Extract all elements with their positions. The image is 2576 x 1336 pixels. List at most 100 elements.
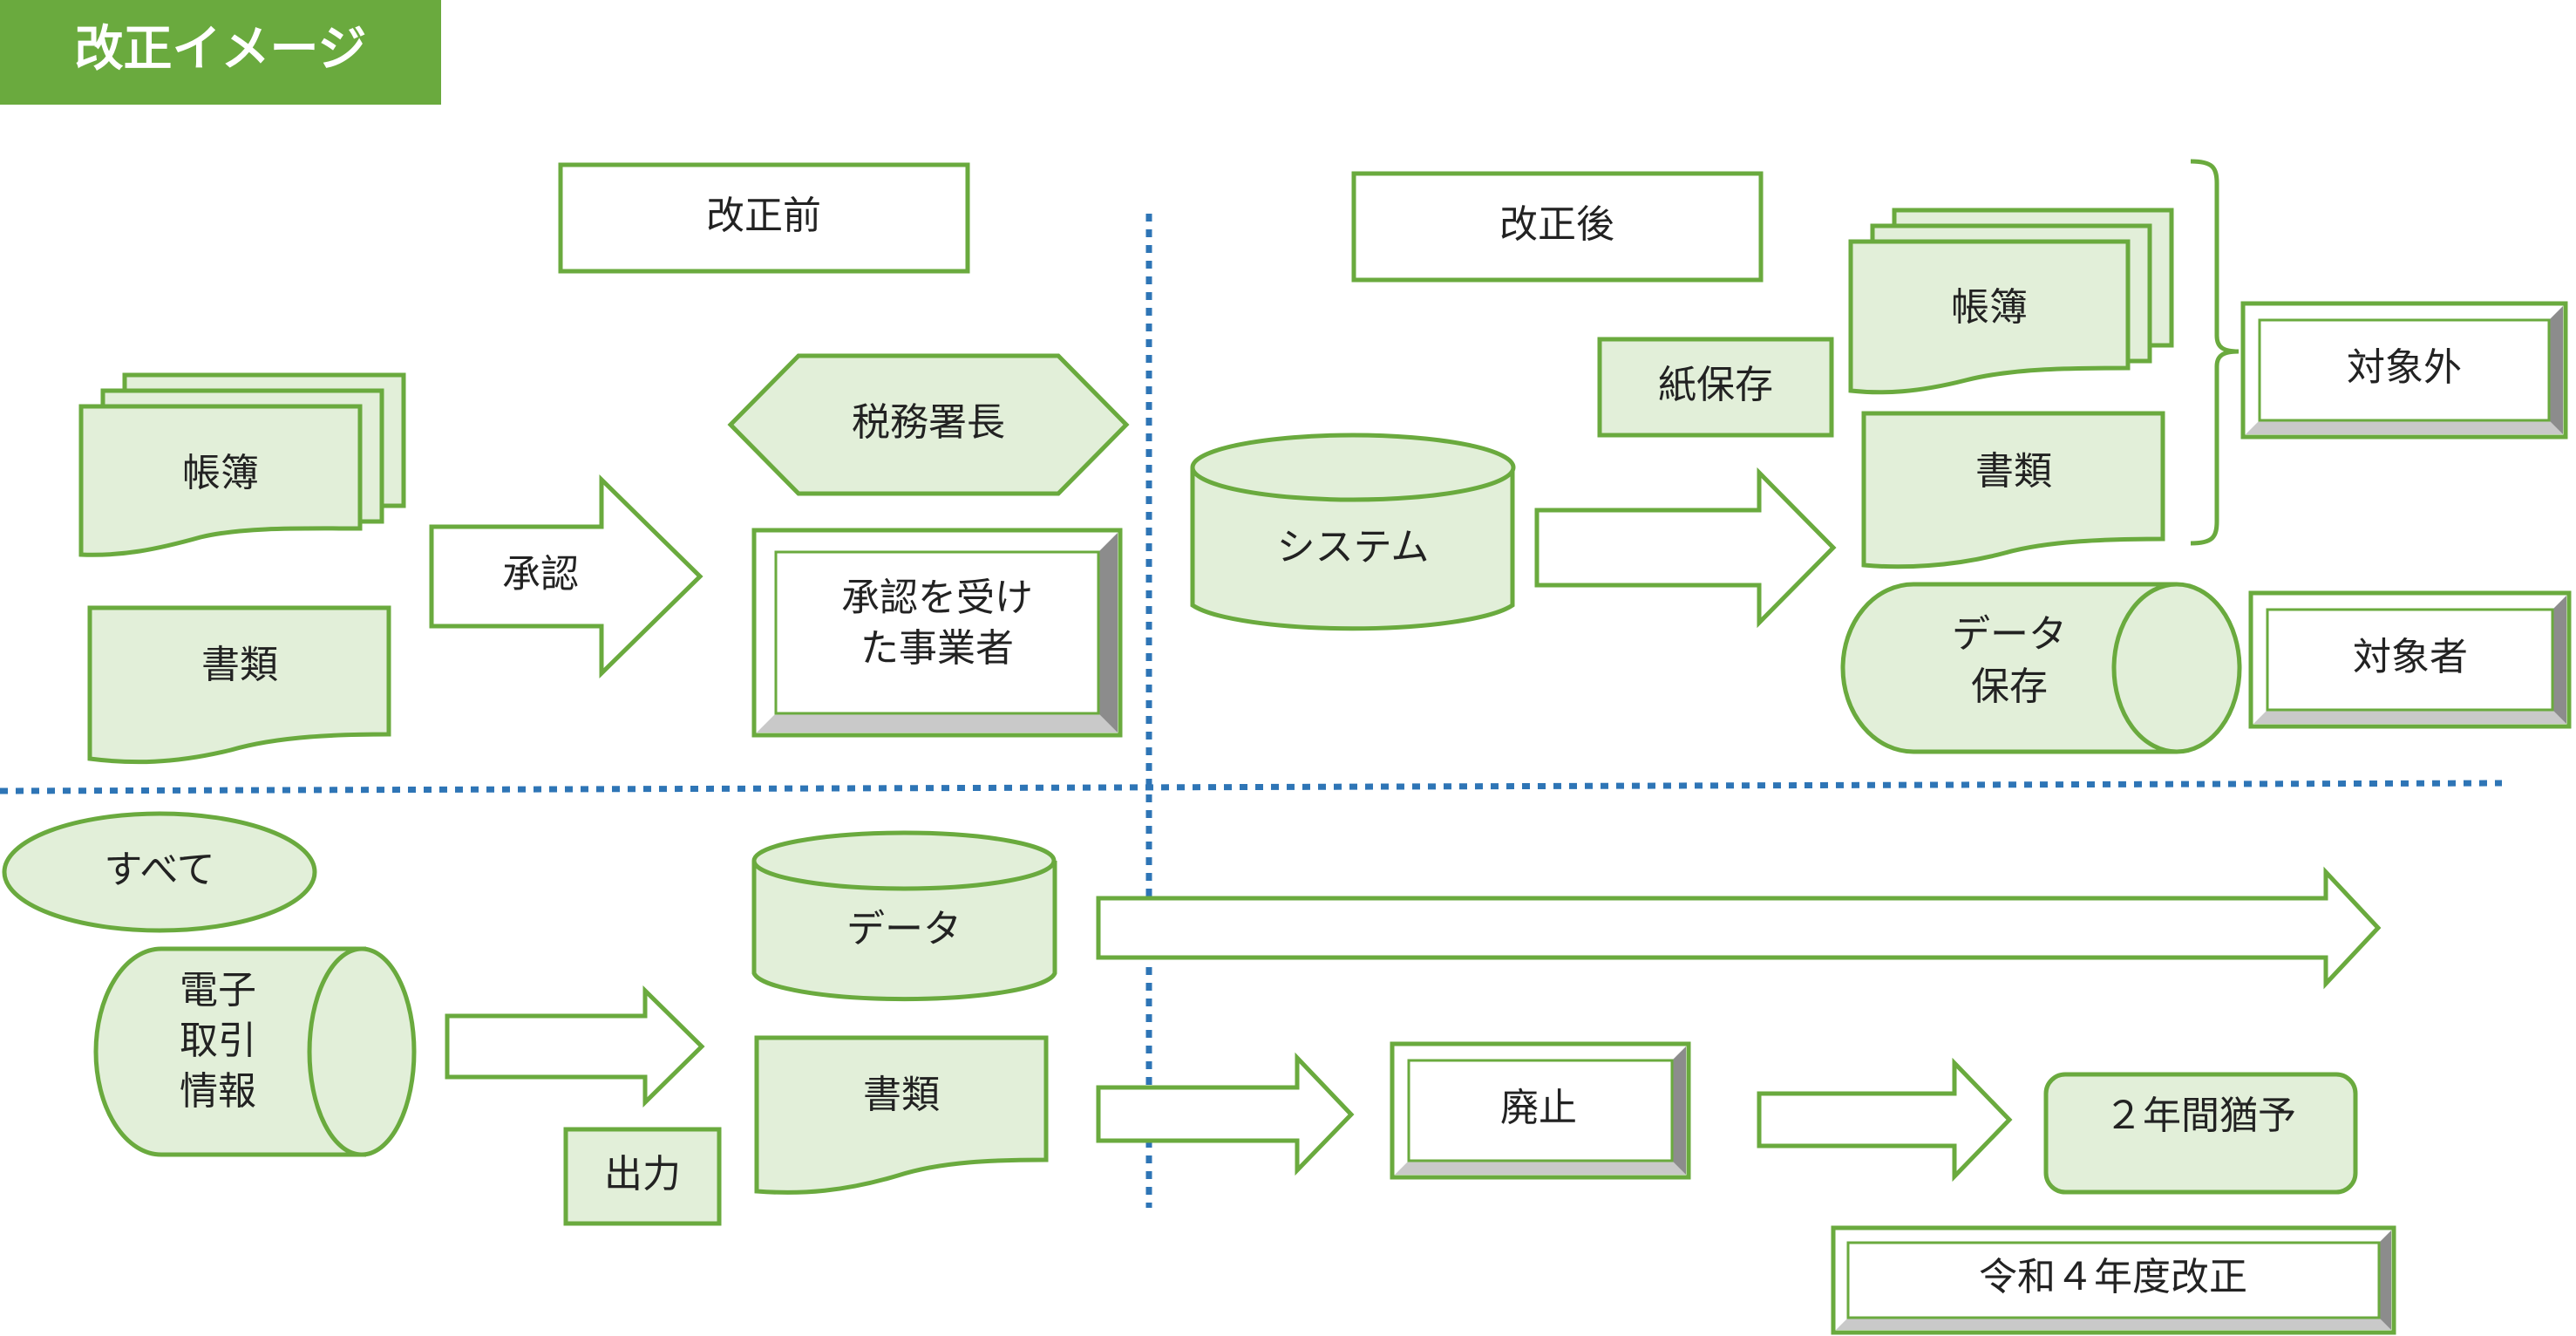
bevel-right <box>2379 1230 2391 1330</box>
grace-period-box: ２年間猶予 <box>2043 1072 2358 1195</box>
system-to-storage-arrow <box>1534 467 1837 629</box>
data-storage-cylinder: データ 保存 <box>1840 582 2242 754</box>
after-ledger-label: 帳簿 <box>1951 285 2028 330</box>
before-ledger-multidoc: 帳簿 <box>78 372 406 557</box>
approved-business-label-line1: 承認を受け <box>841 576 1033 620</box>
arrow-shape <box>1757 1057 2013 1183</box>
long-arrow <box>1096 866 2382 990</box>
electronic-transaction-cylinder: 電子 取引 情報 <box>93 946 417 1157</box>
cylinder-end <box>307 946 417 1157</box>
revision-year-label: 令和４年度改正 <box>1979 1255 2247 1299</box>
horizontal-divider <box>0 780 2503 794</box>
ellipse-shape <box>2 811 317 933</box>
approved-business-bevel: 承認を受け た事業者 <box>751 528 1123 738</box>
cylinder-end <box>2111 582 2242 754</box>
doc-front-sheet <box>78 404 363 557</box>
document-shape <box>754 1035 1049 1195</box>
arrow-shape <box>429 474 703 678</box>
all-ellipse: すべて <box>2 811 317 933</box>
not-covered-label: 対象外 <box>2347 345 2462 390</box>
doc-front-sheet <box>1848 239 2131 395</box>
cylinder-body <box>1840 582 2177 754</box>
before-header-label: 改正前 <box>706 194 821 238</box>
all-label: すべて <box>104 848 214 892</box>
cylinder-body <box>1190 467 1515 631</box>
system-label: システム <box>1277 525 1430 569</box>
electronic-documents: 書類 <box>754 1035 1049 1195</box>
abolished-label: 廃止 <box>1500 1086 1577 1130</box>
electronic-documents-label: 書類 <box>863 1073 940 1117</box>
bevel-right <box>2552 596 2566 724</box>
header-box-frame <box>558 162 970 274</box>
arrow-shape <box>1096 1052 1355 1176</box>
arrow-shape <box>1534 467 1837 629</box>
data-storage-label-line1: データ <box>1952 612 2067 657</box>
covered-label: 対象者 <box>2353 635 2468 679</box>
abolished-bevel: 廃止 <box>1390 1041 1691 1180</box>
hexagon-shape <box>727 353 1130 496</box>
after-header-label: 改正後 <box>1499 202 1614 247</box>
document-shape <box>87 605 391 765</box>
approved-business-label-line2: た事業者 <box>860 626 1014 671</box>
grace-period-label: ２年間猶予 <box>2104 1094 2296 1138</box>
output-label: 出力 <box>604 1152 681 1196</box>
bevel-inner <box>2258 318 2551 422</box>
data-cylinder: データ <box>751 830 1057 1002</box>
process-box <box>563 1127 722 1226</box>
title-banner: 改正イメージ <box>0 0 441 105</box>
output-arrow <box>445 985 705 1108</box>
bevel-inner <box>1407 1059 1674 1162</box>
after-documents: 書類 <box>1861 411 2165 569</box>
after-ledger-multidoc: 帳簿 <box>1848 208 2174 395</box>
electronic-label-line3: 情報 <box>180 1069 256 1114</box>
document-shape <box>1861 411 2165 569</box>
cylinder-body <box>93 946 366 1157</box>
after-header-box: 改正後 <box>1351 171 1764 283</box>
arrow-shape <box>445 985 705 1108</box>
paper-storage-box: 紙保存 <box>1597 337 1834 438</box>
bevel-bottom <box>1836 1318 2391 1330</box>
cylinder-top <box>1190 433 1516 502</box>
approval-arrow: 承認 <box>429 474 703 678</box>
page-title: 改正イメージ <box>75 21 367 78</box>
bevel-right <box>1672 1046 1686 1175</box>
covered-bevel: 対象者 <box>2248 590 2572 729</box>
bevel-bottom <box>2246 420 2563 434</box>
tax-office-head-hexagon: 税務署長 <box>727 353 1130 496</box>
bevel-right <box>1098 533 1118 733</box>
grace-arrow <box>1757 1057 2013 1183</box>
header-box-frame <box>1351 171 1764 283</box>
cylinder-body <box>751 861 1057 1002</box>
tax-office-head-label: 税務署長 <box>852 400 1005 445</box>
bevel-right <box>2549 306 2563 434</box>
revision-year-bevel: 令和４年度改正 <box>1831 1225 2396 1335</box>
after-documents-label: 書類 <box>1975 449 2052 494</box>
process-box <box>1597 337 1834 438</box>
bevel-inner <box>2266 608 2554 712</box>
not-covered-bevel: 対象外 <box>2240 301 2568 440</box>
paper-storage-label: 紙保存 <box>1658 363 1773 407</box>
bevel-bottom <box>2253 710 2566 724</box>
before-header-box: 改正前 <box>558 162 970 274</box>
electronic-label-line2: 取引 <box>180 1019 256 1063</box>
bevel-bottom <box>757 713 1118 733</box>
data-label: データ <box>846 907 962 951</box>
title-banner-bg <box>0 0 441 105</box>
before-documents: 書類 <box>87 605 391 765</box>
bevel-inner <box>774 550 1100 715</box>
bevel-bottom <box>1395 1161 1686 1175</box>
bevel-inner <box>1846 1241 2381 1319</box>
right-brace <box>2190 159 2240 546</box>
rounded-box <box>2043 1072 2358 1195</box>
electronic-label-line1: 電子 <box>180 968 256 1012</box>
abolish-arrow <box>1096 1052 1355 1176</box>
output-box: 出力 <box>563 1127 722 1226</box>
cylinder-top <box>751 830 1057 891</box>
before-documents-label: 書類 <box>201 643 278 687</box>
arrow-shape <box>1096 866 2382 990</box>
before-ledger-label: 帳簿 <box>182 451 259 495</box>
data-storage-label-line2: 保存 <box>1971 665 2048 709</box>
system-cylinder: システム <box>1190 433 1516 631</box>
approval-arrow-label: 承認 <box>502 552 579 596</box>
